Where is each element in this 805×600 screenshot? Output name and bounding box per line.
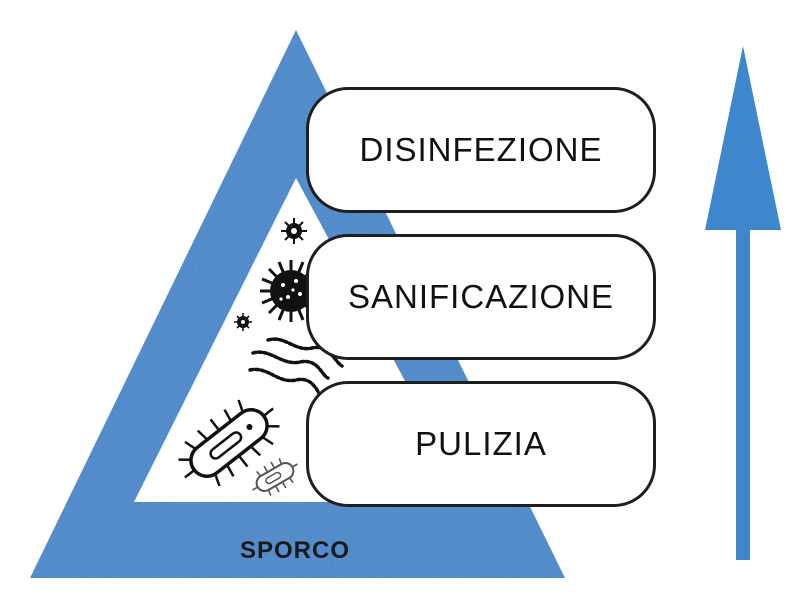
small-bacterium-icon (252, 458, 298, 496)
level-pulizia-box: PULIZIA (306, 381, 656, 507)
level-disinfezione-box: DISINFEZIONE (306, 87, 656, 213)
tiny-virus-icon (234, 313, 252, 331)
outer-triangle (30, 30, 565, 578)
level-disinfezione-label: DISINFEZIONE (359, 131, 603, 168)
small-virus-icon (281, 218, 307, 244)
base-label-sporco: SPORCO (239, 537, 350, 564)
level-sanificazione-box: SANIFICAZIONE (306, 234, 656, 360)
bacterium-icon (178, 399, 280, 487)
level-pulizia-label: PULIZIA (415, 425, 547, 462)
up-arrow-icon (705, 46, 781, 560)
level-sanificazione-label: SANIFICAZIONE (347, 278, 615, 315)
